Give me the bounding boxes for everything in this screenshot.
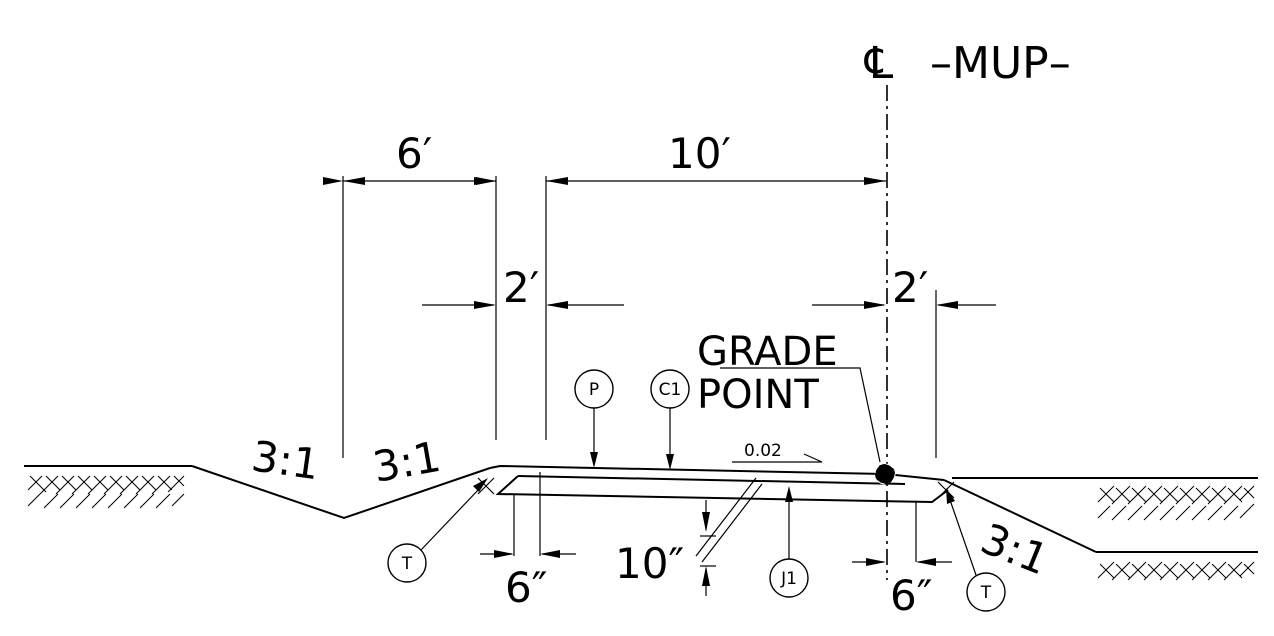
grade-point-label-line1: GRADE [697,329,838,375]
dim-label-6ft: 6′ [396,129,432,178]
grade-point-leader [720,367,881,463]
left-ditch-profile [191,465,491,520]
depth-break-lines [695,477,763,563]
cross-slope-arrow [732,453,823,463]
ground-hatch-right [952,477,1258,581]
pavement-surface [489,464,945,481]
right-slope-profile [943,479,1097,553]
cross-slope-value: 0.02 [744,441,782,461]
dim-label-10ft: 10′ [668,129,731,178]
callout-p: P [589,380,599,400]
callout-t-right: T [980,583,992,603]
dim-label-10in: 10″ [615,539,684,588]
callout-circle-t-left [387,543,427,583]
callout-t-left: T [401,554,413,574]
grade-point-label-line2: POINT [697,372,819,418]
dim-label-6in-left: 6″ [505,563,547,612]
dim-label-2ft-left: 2′ [503,263,539,312]
dim-label-6in-right: 6″ [890,571,932,620]
grade-point-marker [875,464,895,484]
callout-circle-t-right [966,572,1006,612]
dim-label-2ft-right: 2′ [892,263,928,312]
callout-c1: C1 [659,380,682,400]
centerline-symbol: ℄ [864,38,894,89]
course-line [517,475,906,485]
section-title: –MUP– [930,38,1071,89]
slope-label-outer-left: 3:1 [249,431,323,489]
slope-label-inner-left: 3:1 [369,432,444,492]
callout-j1: J1 [780,569,797,589]
ground-hatch-left [24,465,192,509]
